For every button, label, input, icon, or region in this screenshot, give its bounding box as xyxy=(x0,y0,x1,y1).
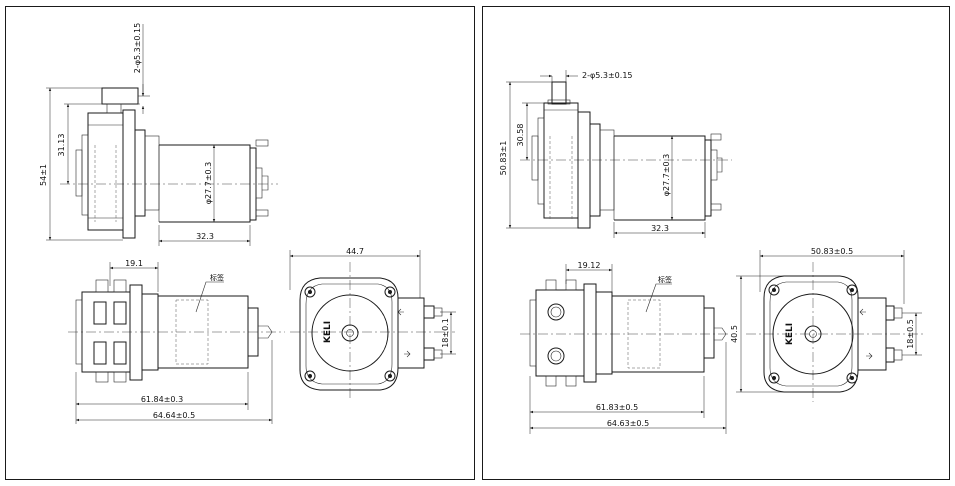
right-height-upper-label: 30.58 xyxy=(516,124,525,147)
left-height-upper-label: 31.13 xyxy=(57,134,66,157)
left-motor-len-label: 32.3 xyxy=(196,232,214,241)
left-port-hole-label: 2-φ5.3±0.15 xyxy=(133,23,142,74)
right-motor-len-label: 32.3 xyxy=(651,224,669,233)
left-motor-dia-label: φ27.7±0.3 xyxy=(204,162,213,205)
left-height-total-label: 54±1 xyxy=(39,164,48,186)
right-port-hole-label: 2-φ5.3±0.15 xyxy=(582,71,633,80)
right-label-callout: 标签 xyxy=(658,275,672,284)
right-len-a-label: 61.83±0.5 xyxy=(596,403,638,412)
right-bottom-dims xyxy=(529,264,727,434)
left-head-width-label: 19.1 xyxy=(125,259,143,268)
right-side-dims xyxy=(506,70,706,238)
left-len-b-label: 64.64±0.5 xyxy=(153,411,195,420)
right-front-dims xyxy=(736,250,922,393)
right-front-view xyxy=(746,262,925,402)
right-motor-dia-label: φ27.7±0.3 xyxy=(662,154,671,197)
left-panel-frame xyxy=(5,6,475,480)
right-len-b-label: 64.63±0.5 xyxy=(607,419,649,428)
right-side-view xyxy=(520,81,732,229)
left-label-callout: 标签 xyxy=(210,273,224,282)
left-front-width-label: 44.7 xyxy=(346,247,364,256)
right-port-spacing-label: 18±0.5 xyxy=(906,319,915,349)
left-front-dims xyxy=(289,250,456,355)
left-front-view xyxy=(290,262,455,400)
left-port-spacing-label: 18±0.1 xyxy=(441,318,450,348)
right-front-height-label: 40.5 xyxy=(730,325,739,343)
right-height-total-label: 50.83±1 xyxy=(499,141,508,176)
left-keli-logo: KELI xyxy=(323,321,333,343)
left-bottom-view xyxy=(68,279,285,383)
right-bottom-view xyxy=(520,279,728,387)
left-side-dims xyxy=(46,24,251,246)
left-bottom-dims xyxy=(75,262,273,424)
left-side-view xyxy=(60,87,278,239)
right-keli-logo: KELI xyxy=(785,323,795,345)
right-front-width-label: 50.83±0.5 xyxy=(811,247,853,256)
left-len-a-label: 61.84±0.3 xyxy=(141,395,183,404)
right-panel-frame xyxy=(482,6,950,480)
right-head-width-label: 19.12 xyxy=(578,261,601,270)
